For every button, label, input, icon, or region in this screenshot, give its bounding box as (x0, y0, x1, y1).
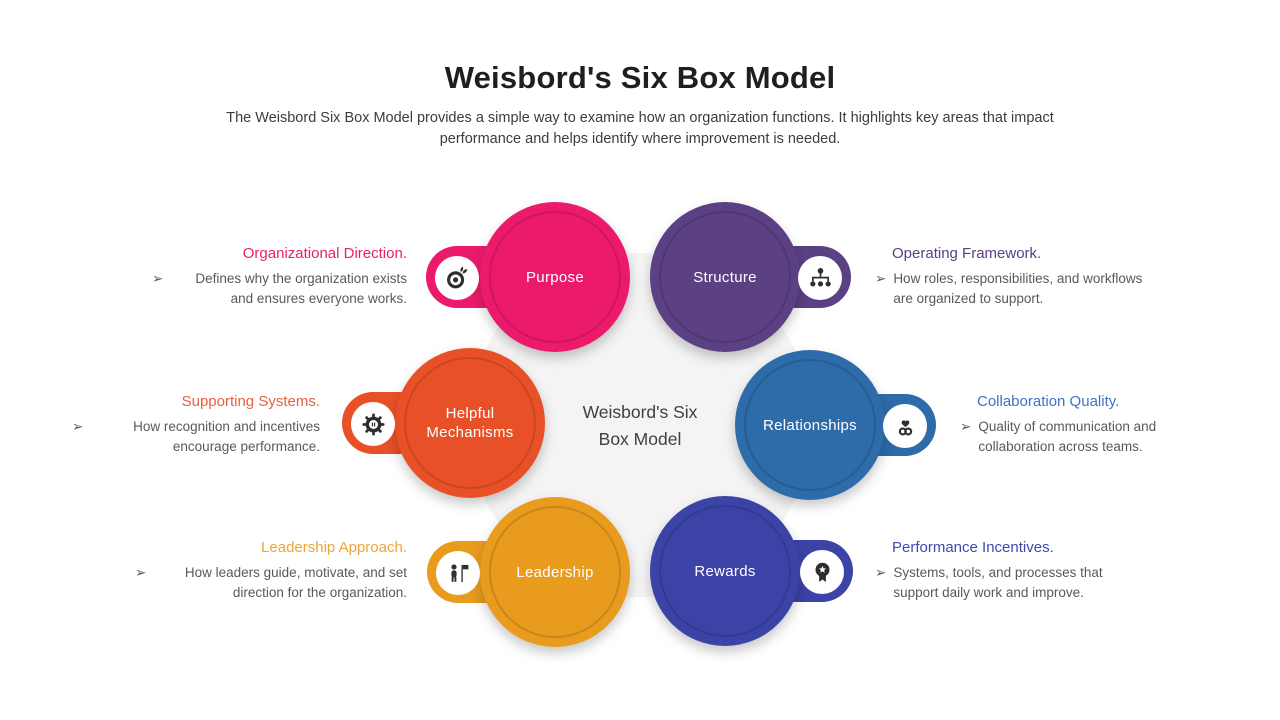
leadership-bullet: ➢ How leaders guide, motivate, and set d… (135, 563, 407, 603)
bullet-arrow-icon: ➢ (875, 271, 887, 286)
bullet-arrow-icon: ➢ (960, 419, 972, 434)
leadership-heading: Leadership Approach. (261, 539, 407, 556)
relationships-label: Relationships (763, 416, 857, 434)
leadership-bullet-text: How leaders guide, motivate, and set dir… (184, 565, 407, 600)
purpose-circle: Purpose (480, 202, 630, 352)
purpose-heading: Organizational Direction. (242, 245, 407, 262)
page-subtitle: The Weisbord Six Box Model provides a si… (226, 110, 1054, 147)
relationships-description: Collaboration Quality. ➢ Quality of comm… (960, 393, 1195, 457)
bullet-arrow-icon: ➢ (152, 271, 164, 286)
target-icon (446, 266, 467, 288)
purpose-description: Organizational Direction. ➢ Defines why … (152, 245, 407, 309)
gear-icon (361, 412, 385, 436)
structure-bullet-text: How roles, responsibilities, and workflo… (893, 271, 1143, 306)
structure-label: Structure (693, 268, 757, 286)
center-label-line2: Box Model (598, 429, 682, 449)
helpful-mechanisms-badge (351, 402, 395, 446)
bullet-arrow-icon: ➢ (875, 565, 887, 580)
relationships-bullet-text: Quality of communication and collaborati… (978, 419, 1157, 454)
helpful-mechanisms-bullet-text: How recognition and incentives encourage… (133, 419, 320, 454)
structure-badge (798, 256, 842, 300)
rewards-heading: Performance Incentives. (892, 539, 1054, 556)
hierarchy-icon (809, 267, 831, 286)
bullet-arrow-icon: ➢ (135, 565, 147, 580)
award-icon (815, 562, 829, 582)
relationships-badge (883, 404, 927, 448)
leadership-label: Leadership (516, 563, 594, 581)
rewards-bullet: ➢ Systems, tools, and processes that sup… (875, 563, 1127, 603)
helpful-mechanisms-description: Supporting Systems. ➢ How recognition an… (72, 393, 320, 457)
purpose-bullet-text: Defines why the organization exists and … (195, 271, 407, 306)
relationships-bullet: ➢ Quality of communication and collabora… (960, 417, 1195, 457)
helpful-mechanisms-heading: Supporting Systems. (181, 393, 320, 410)
helpful-mechanisms-label: Helpful Mechanisms (426, 405, 514, 441)
rewards-badge (800, 550, 844, 594)
center-label: Weisbord's Six Box Model (540, 399, 740, 453)
leadership-description: Leadership Approach. ➢ How leaders guide… (135, 539, 407, 603)
center-label-line1: Weisbord's Six (582, 402, 698, 422)
purpose-badge (435, 256, 479, 300)
bullet-arrow-icon: ➢ (72, 419, 84, 434)
purpose-bullet: ➢ Defines why the organization exists an… (152, 269, 407, 309)
leadership-badge (436, 551, 480, 595)
rewards-circle: Rewards (650, 496, 800, 646)
rewards-label: Rewards (694, 562, 756, 580)
structure-circle: Structure (650, 202, 800, 352)
leadership-circle: Leadership (480, 497, 630, 647)
helpful-mechanisms-bullet: ➢ How recognition and incentives encoura… (72, 417, 320, 457)
helpful-mechanisms-circle: Helpful Mechanisms (395, 348, 545, 498)
structure-heading: Operating Framework. (892, 245, 1042, 262)
leader-flag-icon (450, 563, 468, 582)
page-title: Weisbord's Six Box Model (444, 60, 836, 95)
rewards-description: Performance Incentives. ➢ Systems, tools… (875, 539, 1127, 603)
purpose-label: Purpose (526, 268, 584, 286)
structure-description: Operating Framework. ➢ How roles, respon… (875, 245, 1143, 309)
relationships-heading: Collaboration Quality. (977, 393, 1120, 410)
structure-bullet: ➢ How roles, responsibilities, and workf… (875, 269, 1143, 309)
rewards-bullet-text: Systems, tools, and processes that suppo… (893, 565, 1103, 600)
heart-links-icon (898, 419, 912, 435)
relationships-circle: Relationships (735, 350, 885, 500)
